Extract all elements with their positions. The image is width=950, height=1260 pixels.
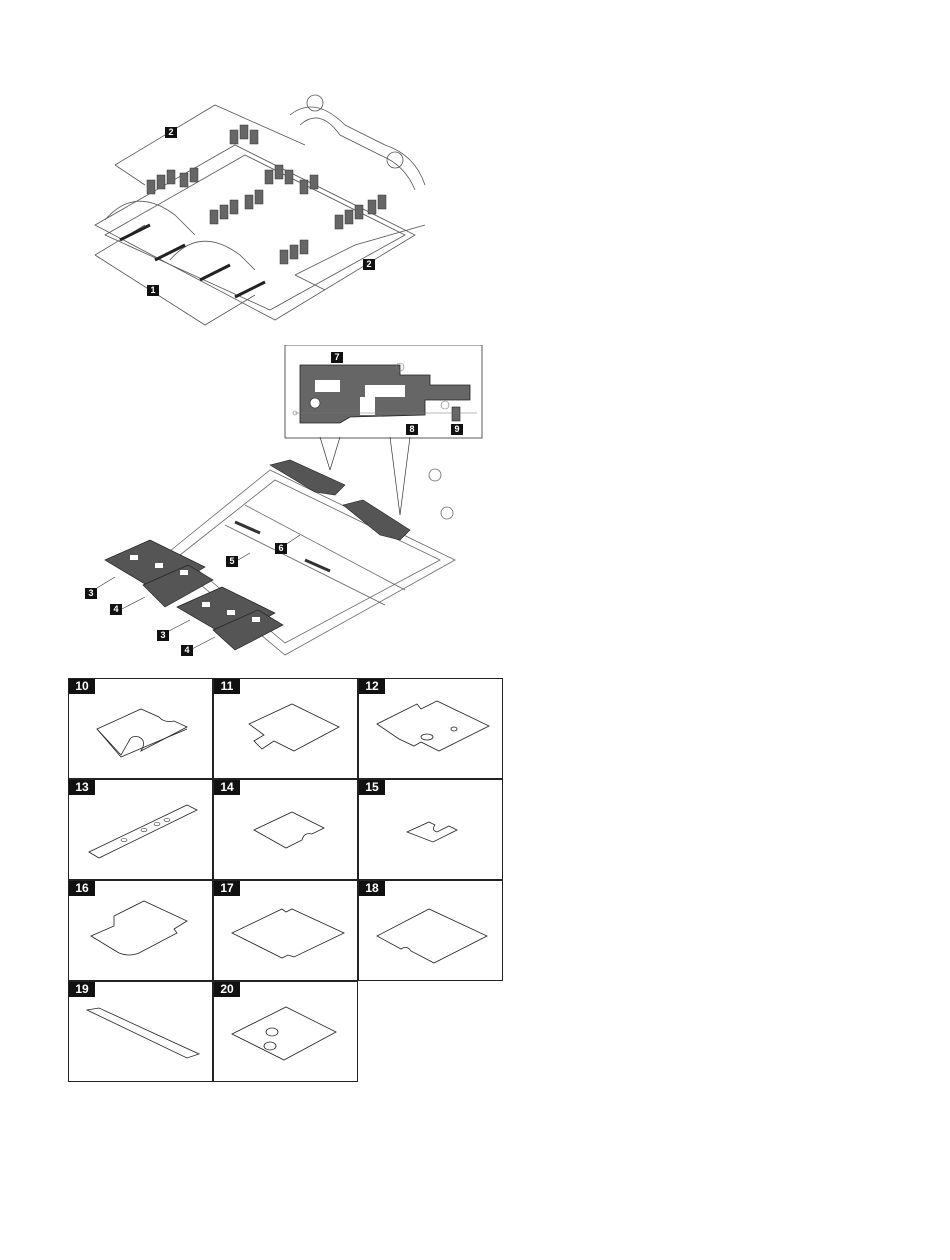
- gap-pad-drawing: [85, 345, 485, 660]
- pad-shape-13: [69, 780, 214, 881]
- pad-cell-19: 19: [68, 981, 213, 1082]
- pad-cell-15: 15: [358, 779, 503, 880]
- gap-pad-assembly: 7 8 9 6 5 3 4 3 4: [85, 345, 485, 660]
- callout-3-upper: 3: [85, 588, 97, 599]
- pad-cell-12: 12: [358, 678, 503, 779]
- pad-shape-12: [359, 679, 504, 780]
- pad-cell-20: 20: [213, 981, 358, 1082]
- pad-shape-18: [359, 881, 504, 982]
- callout-5: 5: [226, 556, 238, 567]
- callout-9: 9: [451, 424, 463, 435]
- pad-shape-15: [359, 780, 504, 881]
- callout-7: 7: [331, 352, 343, 363]
- callout-1: 1: [147, 285, 159, 296]
- callout-2-right: 2: [363, 259, 375, 270]
- callout-4-lower: 4: [181, 645, 193, 656]
- pad-cell-18: 18: [358, 880, 503, 981]
- callout-2-left: 2: [165, 127, 177, 138]
- callout-6: 6: [275, 543, 287, 554]
- callout-4-upper: 4: [110, 604, 122, 615]
- pad-cell-13: 13: [68, 779, 213, 880]
- pad-shape-17: [214, 881, 359, 982]
- pad-shape-10: [69, 679, 214, 780]
- pad-shape-19: [69, 982, 214, 1083]
- callout-8: 8: [406, 424, 418, 435]
- pad-shape-16: [69, 881, 214, 982]
- callout-3-lower: 3: [157, 630, 169, 641]
- pad-cell-10: 10: [68, 678, 213, 779]
- pad-cell-11: 11: [213, 678, 358, 779]
- pad-shape-14: [214, 780, 359, 881]
- cold-plate-assembly-top: 1 2 2: [85, 85, 465, 330]
- pad-shape-20: [214, 982, 359, 1083]
- pad-shape-11: [214, 679, 359, 780]
- pad-cell-14: 14: [213, 779, 358, 880]
- pad-grid: 10 11 12 13 14: [68, 678, 503, 1084]
- pad-cell-17: 17: [213, 880, 358, 981]
- pad-cell-16: 16: [68, 880, 213, 981]
- cold-plate-drawing-top: [85, 85, 465, 330]
